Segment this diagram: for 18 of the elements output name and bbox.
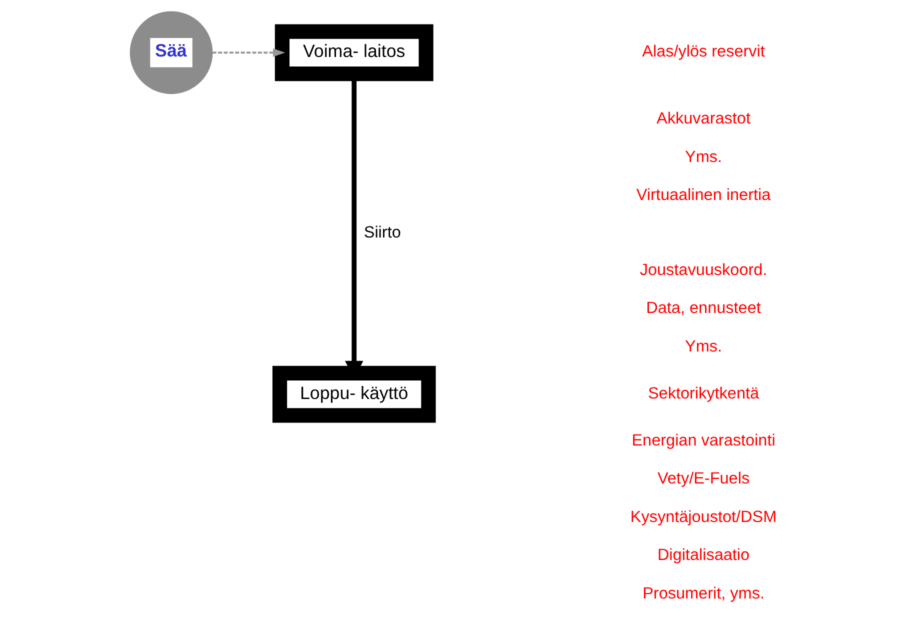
label: Prosumerit, yms. [642,584,764,602]
label: Kysyntäjoustot/DSM [630,508,776,526]
label: Akkuvarastot [656,110,750,128]
edge-label: Siirto [363,223,400,242]
label: Yms. [684,337,722,356]
arrow [212,48,285,57]
label: Digitalisaatio [656,546,750,564]
node-box: Voima- laitos [274,24,433,82]
label: Sektorikytkentä [647,384,759,402]
label: Yms. [684,148,722,166]
label: Vety/E-Fuels [656,470,750,488]
label: Virtuaalinen inertia [636,186,770,204]
node-box: Loppu- käyttö [272,366,436,423]
node-circle: Sää [129,11,212,94]
label: Joustavuuskoord. [639,260,767,279]
label: Data, ennusteet [646,299,760,318]
label: Alas/ylös reservit [642,42,764,61]
label: Energian varastointi [631,432,775,450]
